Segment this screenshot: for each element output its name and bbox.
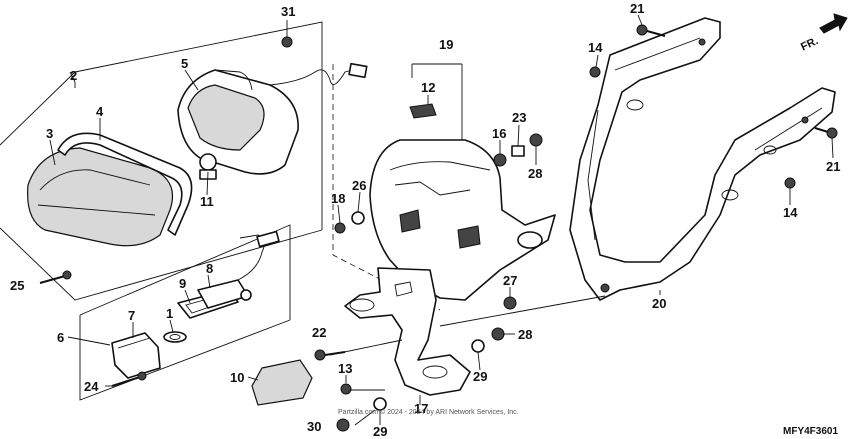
screw-24-part[interactable] bbox=[111, 371, 147, 387]
callout-10: 10 bbox=[230, 370, 244, 385]
callout-11: 11 bbox=[200, 194, 214, 209]
callout-5: 5 bbox=[181, 56, 188, 71]
callout-23: 23 bbox=[512, 110, 526, 125]
license-lens-part[interactable] bbox=[111, 332, 161, 379]
bolt-30-part[interactable] bbox=[336, 418, 350, 432]
callout-25: 25 bbox=[10, 278, 24, 293]
callout-24: 24 bbox=[84, 379, 99, 394]
callout-28b: 28 bbox=[518, 327, 532, 342]
housing-part[interactable] bbox=[177, 62, 368, 175]
callout-20: 20 bbox=[652, 296, 666, 311]
callout-14b: 14 bbox=[783, 205, 798, 220]
washer-26-part[interactable] bbox=[351, 211, 365, 225]
leader-lines bbox=[49, 14, 834, 426]
nut-13-part[interactable] bbox=[340, 383, 352, 395]
callout-21b: 21 bbox=[826, 159, 840, 174]
lens-part[interactable] bbox=[27, 147, 174, 247]
front-direction-label: FR. bbox=[799, 35, 820, 53]
callout-13: 13 bbox=[338, 361, 352, 376]
gasket-part[interactable] bbox=[57, 132, 193, 236]
label-part[interactable] bbox=[409, 103, 437, 119]
copyright-text: Partzilla.com © 2024 - 2024 by ARI Netwo… bbox=[338, 408, 519, 416]
collar-23-part[interactable] bbox=[511, 145, 525, 157]
callout-1: 1 bbox=[166, 306, 173, 321]
callout-4: 4 bbox=[96, 104, 104, 119]
nut-14b-part[interactable] bbox=[784, 177, 796, 189]
callout-7: 7 bbox=[128, 308, 135, 323]
nut-31-part[interactable] bbox=[281, 36, 293, 48]
callout-17: 17 bbox=[414, 401, 428, 416]
callout-14a: 14 bbox=[588, 40, 603, 55]
callout-2: 2 bbox=[70, 68, 77, 83]
callout-30: 30 bbox=[307, 419, 321, 434]
nut-14a-part[interactable] bbox=[589, 66, 601, 78]
nut-27-part[interactable] bbox=[503, 296, 517, 310]
callout-8: 8 bbox=[206, 261, 213, 276]
screw-25-part[interactable] bbox=[39, 270, 72, 284]
license-light-assembly-box bbox=[79, 224, 291, 401]
callout-18: 18 bbox=[331, 191, 345, 206]
nut-18-part[interactable] bbox=[334, 222, 346, 234]
callout-29b: 29 bbox=[373, 424, 387, 439]
callout-19: 19 bbox=[439, 37, 453, 52]
callout-3: 3 bbox=[46, 126, 53, 141]
grommet-part[interactable] bbox=[163, 331, 187, 343]
rear-fender-part[interactable] bbox=[369, 139, 556, 301]
callout-12: 12 bbox=[421, 80, 435, 95]
callout-16: 16 bbox=[492, 126, 506, 141]
nut-28a-part[interactable] bbox=[529, 133, 543, 147]
frame-part[interactable] bbox=[569, 17, 836, 301]
taillight-assembly-box bbox=[0, 21, 323, 301]
washer-29a-part[interactable] bbox=[471, 339, 485, 353]
callout-labels: 31 2 5 3 4 11 25 8 9 7 1 6 24 10 19 12 2… bbox=[10, 1, 840, 439]
callout-26: 26 bbox=[352, 178, 366, 193]
nut-28b-part[interactable] bbox=[491, 327, 505, 341]
license-bracket-part[interactable] bbox=[344, 267, 471, 396]
front-direction-arrow-icon bbox=[819, 13, 848, 34]
callout-27: 27 bbox=[503, 273, 517, 288]
callout-21a: 21 bbox=[630, 1, 644, 16]
callout-9: 9 bbox=[179, 276, 186, 291]
callout-29a: 29 bbox=[473, 369, 487, 384]
callout-28a: 28 bbox=[528, 166, 542, 181]
grommet-16-part[interactable] bbox=[493, 153, 507, 167]
reflector-part[interactable] bbox=[251, 359, 313, 406]
callout-22: 22 bbox=[312, 325, 326, 340]
diagram-code: MFY4F3601 bbox=[783, 426, 838, 437]
socket-part[interactable] bbox=[197, 230, 280, 309]
callout-31: 31 bbox=[281, 4, 295, 19]
bolt-21a-part[interactable] bbox=[636, 24, 666, 37]
callout-6: 6 bbox=[57, 330, 64, 345]
bolt-21b-part[interactable] bbox=[814, 127, 838, 139]
